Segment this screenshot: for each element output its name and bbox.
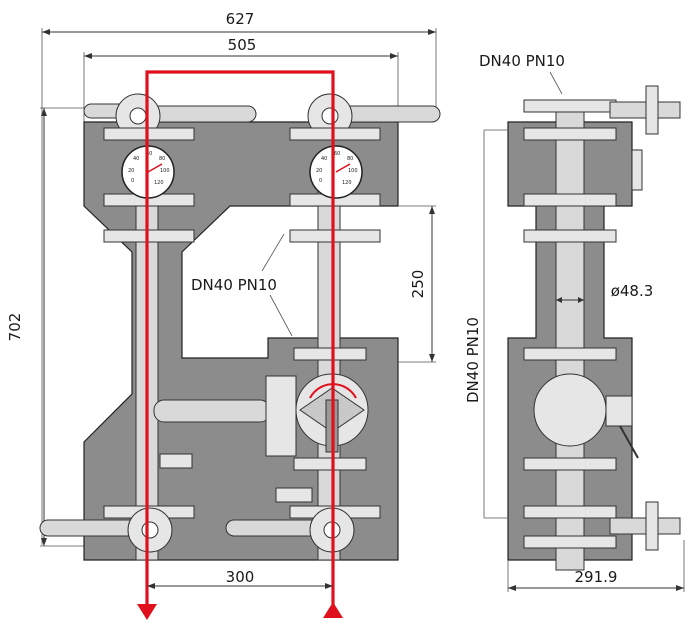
- side-actuator: [605, 395, 633, 427]
- leader-line: [549, 71, 563, 95]
- gauge-needle: [147, 163, 163, 173]
- side-bottom-handwheel: [645, 501, 659, 551]
- flange: [523, 229, 617, 243]
- flange: [523, 535, 617, 549]
- pump-flange: [265, 375, 297, 457]
- gauge-tick: 120: [342, 180, 352, 186]
- arrowhead: [578, 297, 584, 303]
- middle-pipe: [153, 399, 271, 423]
- flange: [523, 347, 617, 361]
- gauge-needle: [335, 163, 351, 173]
- side-top-spindle: [609, 101, 681, 119]
- dim-total-width: 627: [226, 10, 255, 28]
- arrowhead: [325, 583, 333, 589]
- dim-bottom-spacing: 300: [226, 568, 255, 586]
- side-actuator-lever: [619, 425, 639, 459]
- flange: [289, 229, 381, 243]
- arrowhead: [42, 29, 50, 35]
- dim-total-height: 702: [6, 313, 24, 342]
- gauge-tick: 60: [146, 151, 152, 157]
- arrowhead: [390, 53, 398, 59]
- gauge-tick: 80: [347, 156, 353, 162]
- thermometer: [275, 487, 313, 503]
- gauge-tick: 20: [316, 168, 322, 174]
- flange: [103, 229, 195, 243]
- gauge-tick: 60: [334, 151, 340, 157]
- arrowhead: [676, 585, 684, 591]
- leader-line: [261, 233, 285, 272]
- side-view: DN40 PN10 ø48.3: [464, 52, 685, 592]
- gauge-tick: 100: [348, 168, 358, 174]
- gauge-tick: 120: [154, 180, 164, 186]
- arrowhead: [84, 53, 92, 59]
- dim-side-depth: 291.9: [575, 568, 618, 586]
- flange: [293, 457, 367, 471]
- arrowhead: [508, 585, 516, 591]
- gauge-tick: 0: [319, 178, 322, 184]
- dim-inner-width: 505: [228, 36, 257, 54]
- flange: [523, 457, 617, 471]
- label-connection-top-right: DN40 PN10: [479, 52, 565, 70]
- gauge-tick: 20: [128, 168, 134, 174]
- supply-arrow-up: [323, 602, 343, 618]
- side-bottom-spindle: [609, 517, 681, 535]
- gauge-tick: 100: [160, 168, 170, 174]
- flange: [523, 99, 617, 113]
- arrowhead: [556, 297, 562, 303]
- front-view: 627 505 702: [6, 10, 441, 620]
- valve-hub: [141, 521, 159, 539]
- gauge-tick: 40: [321, 156, 327, 162]
- arrowhead: [428, 29, 436, 35]
- flow-path: [145, 70, 335, 608]
- flange: [293, 347, 367, 361]
- thermometer: [159, 453, 193, 469]
- arrowhead: [41, 538, 47, 546]
- label-connection-center: DN40 PN10: [191, 276, 277, 294]
- leader-line: [269, 294, 293, 337]
- side-mixer-body: [533, 373, 607, 447]
- valve-hub: [129, 107, 147, 125]
- flange: [523, 127, 617, 141]
- dim-pipe-diameter: ø48.3: [611, 282, 654, 300]
- flange: [523, 505, 617, 519]
- label-connection-side: DN40 PN10: [464, 317, 482, 403]
- flange: [523, 193, 617, 207]
- flange: [103, 127, 195, 141]
- side-small-handwheel: [631, 149, 643, 191]
- arrowhead: [429, 206, 435, 214]
- gauge-tick: 80: [159, 156, 165, 162]
- side-central-pipe: [555, 99, 585, 571]
- valve-hub: [321, 107, 339, 125]
- return-arrow-down: [137, 604, 157, 620]
- arrowhead: [41, 108, 47, 116]
- arrowhead: [429, 354, 435, 362]
- flange: [289, 127, 381, 141]
- gauge-tick: 0: [131, 178, 134, 184]
- dim-vertical-offset: 250: [409, 270, 427, 299]
- side-top-handwheel: [645, 85, 659, 135]
- top-left-handle: [147, 105, 257, 123]
- gauge-tick: 40: [133, 156, 139, 162]
- arrowhead: [147, 583, 155, 589]
